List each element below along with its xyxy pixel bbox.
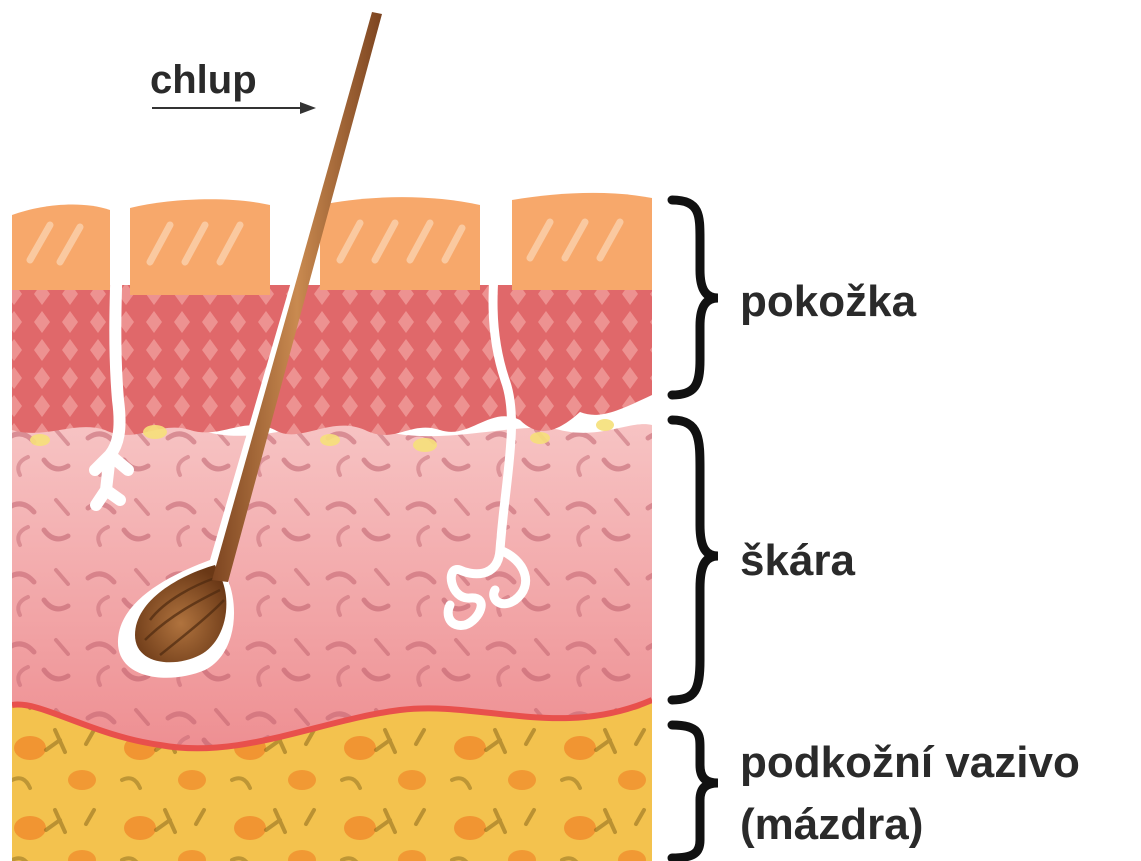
subcutis-label-line1: podkožní vazivo: [740, 738, 1080, 788]
hair-label: chlup: [150, 58, 257, 103]
curly-brace-icon: [672, 200, 718, 858]
arrow-right-icon: [152, 102, 316, 114]
epidermis-top-layer: [12, 193, 652, 295]
epidermis-label: pokožka: [740, 277, 916, 327]
epidermis-mesh-layer: [12, 285, 652, 435]
dermis-label: škára: [740, 536, 855, 586]
subcutis-label-line2: (mázdra): [740, 800, 923, 850]
skin-block: [12, 193, 652, 861]
